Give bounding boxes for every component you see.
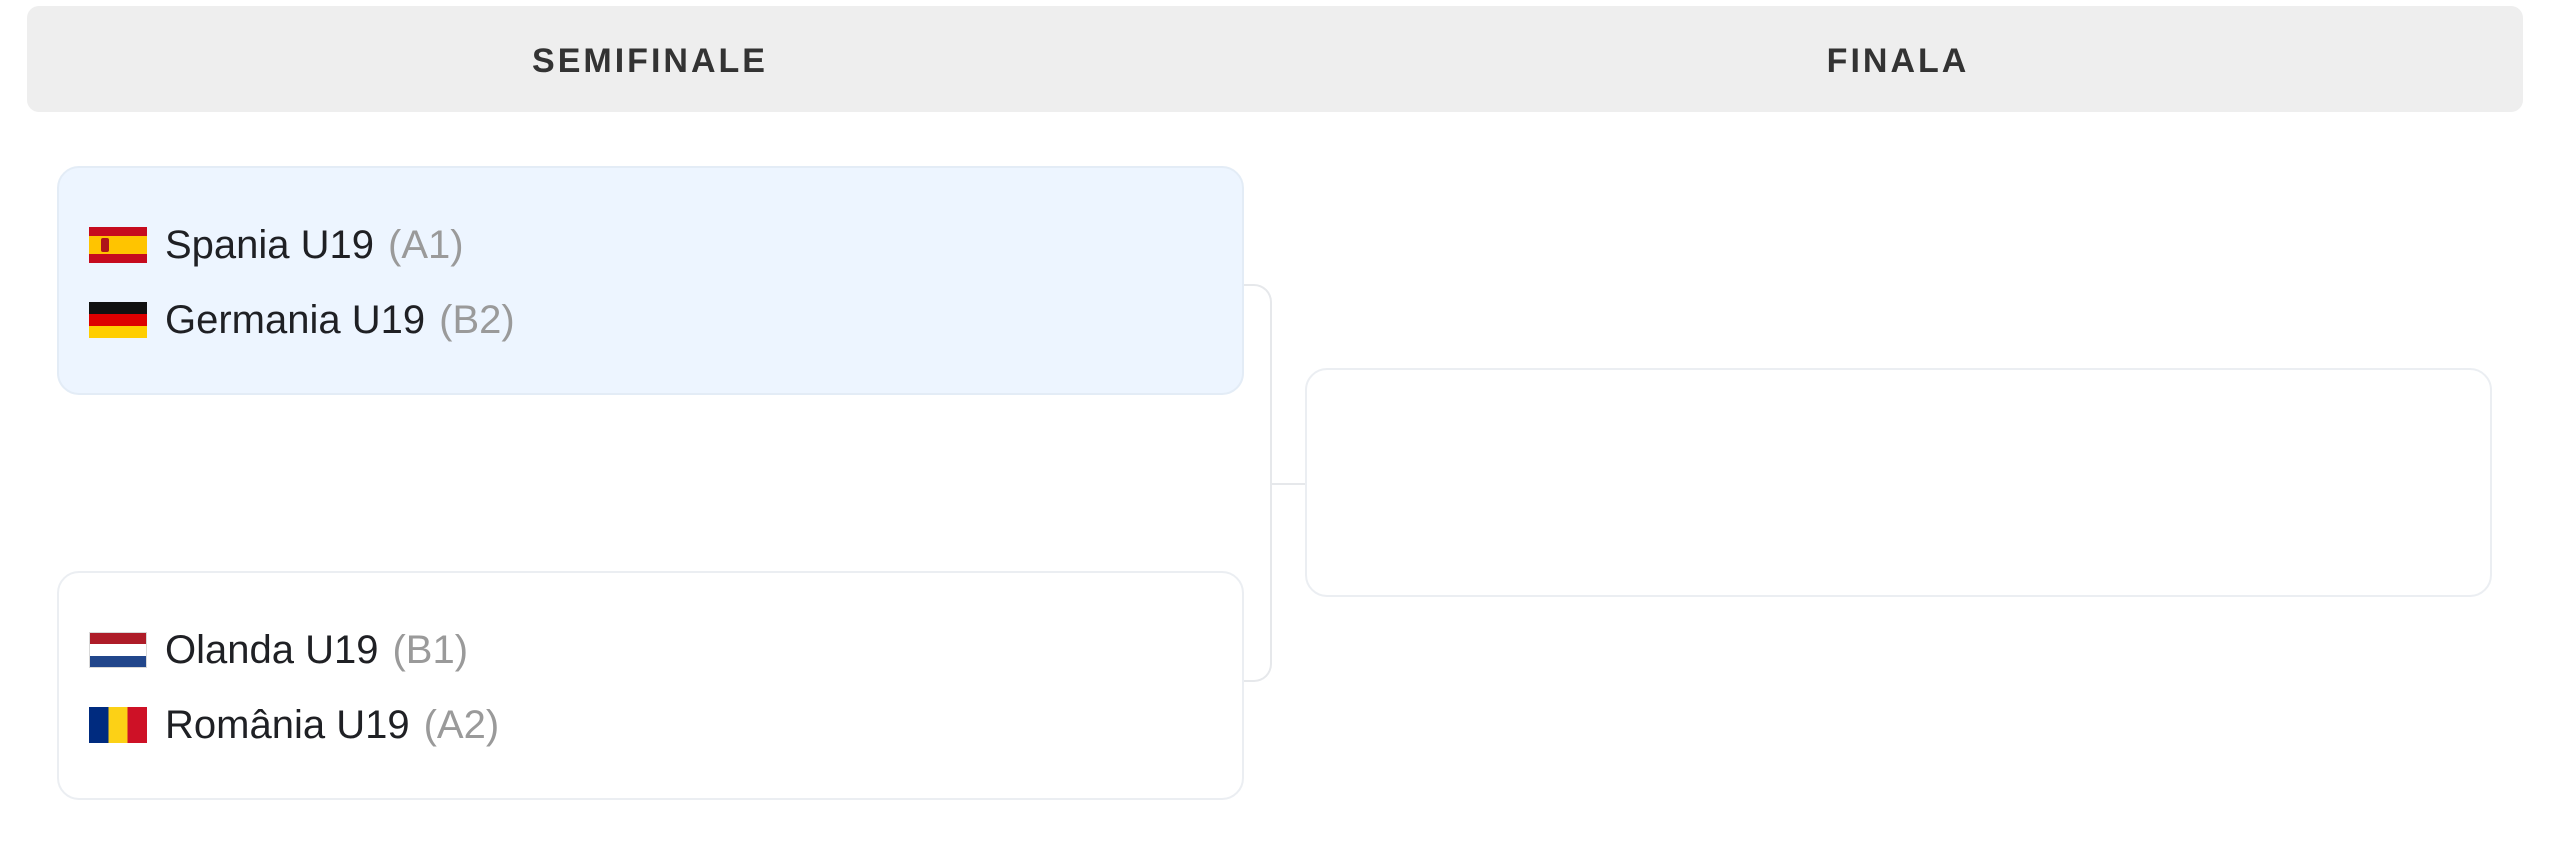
final-match[interactable] [1305, 368, 2492, 597]
team-name: România U19 [165, 702, 410, 747]
team-name: Olanda U19 [165, 627, 379, 672]
team-seed: (A2) [423, 702, 500, 747]
flag-spain-icon [89, 227, 147, 263]
round-label-final: FINALA [1826, 42, 1970, 80]
flag-netherlands-icon [89, 632, 147, 668]
team-row-away: România U19 (A2) [89, 695, 499, 755]
flag-germany-icon [89, 302, 147, 338]
team-row-home: Spania U19 (A1) [89, 215, 464, 275]
semifinal-match-2[interactable]: Olanda U19 (B1) România U19 (A2) [57, 571, 1244, 800]
round-header-bar: SEMIFINALE FINALA [27, 6, 2523, 112]
team-seed: (B1) [392, 627, 469, 672]
bracket-connector [1244, 284, 1272, 682]
bracket-connector-to-final [1272, 483, 1305, 485]
team-row-away: Germania U19 (B2) [89, 290, 515, 350]
round-label-semifinals: SEMIFINALE [532, 42, 768, 80]
flag-romania-icon [89, 707, 147, 743]
team-seed: (B2) [439, 297, 515, 342]
semifinal-match-1[interactable]: Spania U19 (A1) Germania U19 (B2) [57, 166, 1244, 395]
team-row-home: Olanda U19 (B1) [89, 620, 468, 680]
team-name: Spania U19 [165, 222, 375, 267]
team-name: Germania U19 [165, 297, 426, 342]
team-seed: (A1) [388, 222, 464, 267]
